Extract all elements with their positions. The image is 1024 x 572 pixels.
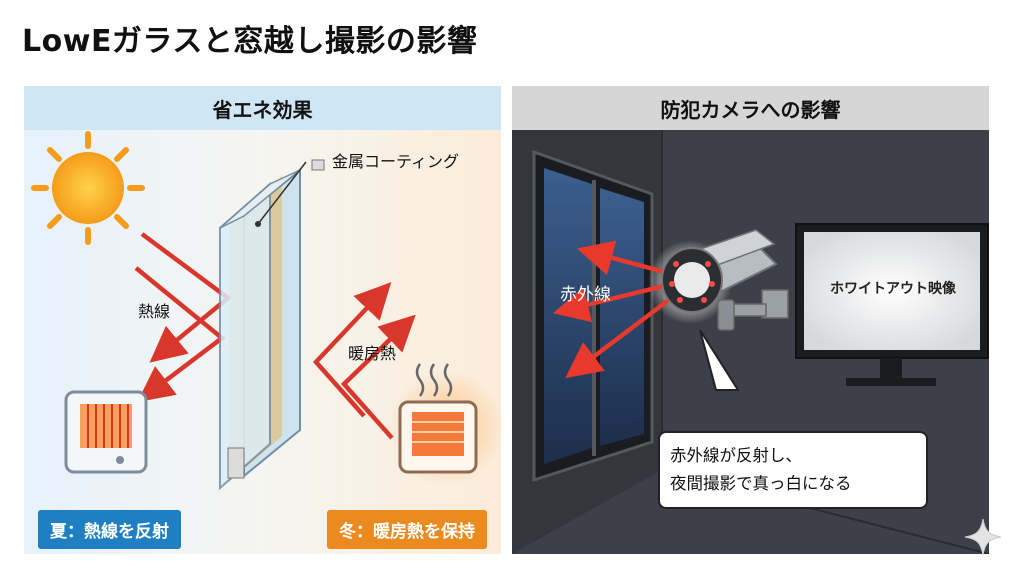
security-camera-panel: 防犯カメラへの影響: [512, 86, 989, 554]
infrared-label: 赤外線: [560, 285, 611, 305]
sparkle-icon: [964, 518, 1002, 556]
window-icon: [532, 149, 654, 483]
security-camera-icon: [661, 229, 789, 331]
infrared-arrows: [552, 240, 676, 379]
energy-saving-illustration: 金属コーティング 熱線 暖房熱 夏：熱線を反射 冬：暖房熱を保持: [24, 130, 501, 554]
heater-icon: [388, 363, 501, 486]
summer-badge: 夏：熱線を反射: [38, 510, 181, 549]
monitor-icon: [795, 223, 989, 386]
energy-saving-panel: 省エネ効果: [24, 86, 501, 554]
page-title: LowEガラスと窓越し撮影の影響: [22, 24, 478, 59]
heat-ray-label: 熱線: [138, 302, 171, 321]
metal-coating-label: 金属コーティング: [332, 152, 460, 171]
callout-line: 夜間撮影で真っ白になる: [670, 474, 852, 493]
winter-badge: 冬：暖房熱を保持: [327, 510, 487, 549]
callout-line: 赤外線が反射し、: [670, 446, 802, 465]
sun-icon: [31, 131, 145, 245]
monitor-text: ホワイトアウト映像: [830, 281, 956, 297]
security-camera-illustration: 赤外線 ホワイトアウト映像 赤外線が反射し、 夜間撮影で真っ白になる: [512, 130, 989, 554]
heating-heat-arrows: [312, 282, 416, 440]
heating-heat-label: 暖房熱: [348, 344, 397, 363]
callout-box: 赤外線が反射し、 夜間撮影で真っ白になる: [658, 431, 928, 509]
glass-pane-icon: [219, 159, 325, 491]
security-camera-header: 防犯カメラへの影響: [512, 86, 989, 130]
energy-saving-header: 省エネ効果: [24, 86, 501, 130]
heater-icon: [64, 390, 148, 474]
